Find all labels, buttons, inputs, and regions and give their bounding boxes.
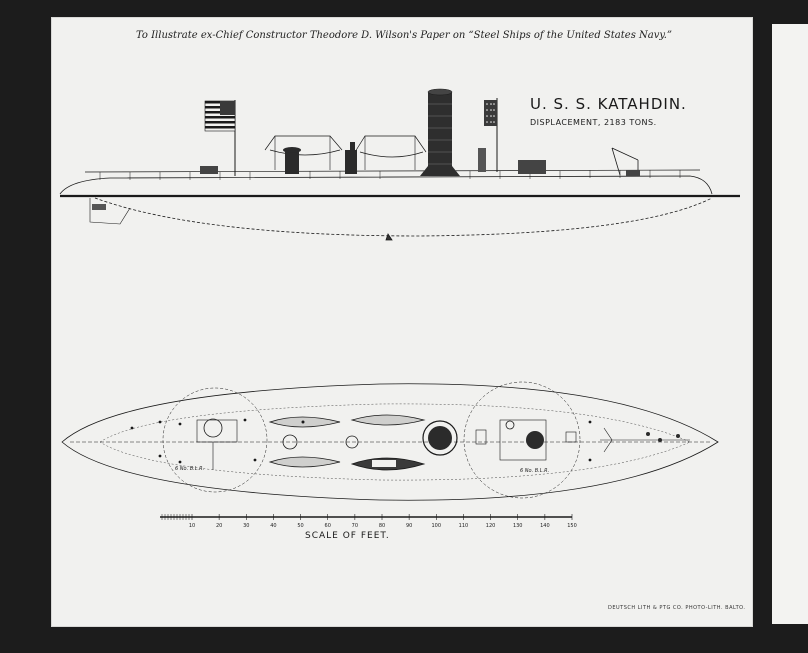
scale-tick-label: 110 <box>459 523 469 529</box>
anchor-gear <box>600 427 690 453</box>
rail-stanchions <box>99 170 681 180</box>
scale-tick-label: 130 <box>513 523 523 529</box>
plan-hull <box>61 383 719 501</box>
print-edge <box>772 24 808 624</box>
deck-edge <box>99 403 691 481</box>
ship-name: U. S. S. KATAHDIN. <box>530 95 687 113</box>
us-flag-icon <box>204 100 236 132</box>
drawing-caption: To Illustrate ex-Chief Constructor Theod… <box>136 30 672 41</box>
plan-view: 6 No. B.L.R. 6 No. B.L.R. <box>61 381 719 501</box>
printer-imprint: DEUTSCH LITH & PTG CO. PHOTO-LITH. BALTO… <box>608 605 746 611</box>
vent-circle-2 <box>345 435 359 449</box>
fwd-gun-mount <box>499 419 547 461</box>
scale-tick-label: 30 <box>243 523 249 529</box>
deck-fittings <box>130 418 592 464</box>
keel-mark <box>385 233 393 241</box>
underwater-hull <box>94 197 713 237</box>
deck-rail <box>84 169 701 173</box>
scale-tick-label: 20 <box>216 523 222 529</box>
ventilator-aft <box>283 147 301 174</box>
ventilator-mid <box>345 142 357 174</box>
scale-tick-label: 80 <box>379 523 385 529</box>
turret-label-fwd: 6 No. B.L.R. <box>520 468 549 474</box>
boat-fwd-port <box>350 414 426 426</box>
fwd-gun-arc <box>463 381 581 499</box>
scale-ticks: 10 20 30 40 50 60 70 80 90 100 110 120 130 140 150 <box>161 514 577 529</box>
boat-aft-port <box>268 416 341 428</box>
hatch-fwd <box>565 431 577 443</box>
scale-tick-label: 150 <box>567 523 577 529</box>
scale-tick-label: 40 <box>270 523 276 529</box>
aft-hatch <box>200 166 218 174</box>
aft-gun-arc <box>162 387 268 493</box>
scale-tick-label: 100 <box>432 523 442 529</box>
displacement-label: DISPLACEMENT, 2183 TONS. <box>530 118 657 127</box>
scale-tick-label: 140 <box>540 523 550 529</box>
boat-fwd-stbd <box>350 457 426 471</box>
scale-caption: SCALE OF FEET. <box>305 531 390 541</box>
aft-gun-mount <box>196 418 238 470</box>
vent-circle-1 <box>282 434 298 450</box>
hull-topside <box>59 175 713 195</box>
hatch-mid <box>475 429 487 445</box>
scale-tick-label: 120 <box>486 523 496 529</box>
deck-vent-small <box>478 148 486 172</box>
funnel-plan <box>422 420 458 456</box>
anchor-crane <box>611 147 640 176</box>
scale-tick-label: 70 <box>352 523 358 529</box>
bow-detail <box>92 204 106 210</box>
boat-aft-stbd <box>268 456 341 468</box>
scale-tick-label: 50 <box>297 523 303 529</box>
scale-tick-label: 60 <box>325 523 331 529</box>
ram-bow <box>89 198 131 225</box>
scale-bar: 10 20 30 40 50 60 70 80 90 100 110 120 130 140 150 <box>160 514 577 529</box>
boat-davits-aft <box>264 135 343 170</box>
funnel <box>420 88 460 176</box>
photo-print <box>52 18 752 626</box>
conning-tower <box>518 160 546 174</box>
turret-label-aft: 6 No. B.L.R. <box>175 466 204 472</box>
scale-tick-label: 90 <box>406 523 412 529</box>
scale-tick-label: 10 <box>189 523 195 529</box>
side-elevation <box>59 88 740 241</box>
jack-flag-icon <box>484 100 497 126</box>
boat-davits-fwd <box>354 135 427 170</box>
